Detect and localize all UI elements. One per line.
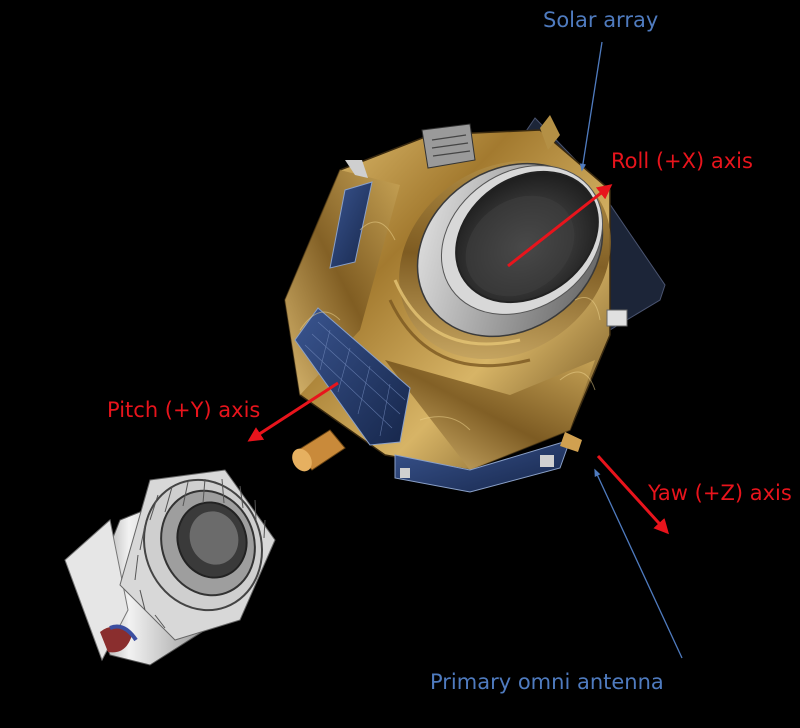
roll-axis-label: Roll (+X) axis [611, 149, 753, 173]
yaw-axis-arrow [596, 454, 670, 535]
pitch-axis-arrow [247, 381, 339, 442]
spacecraft-illustration [284, 115, 666, 493]
omni-antenna-leader-line [594, 468, 683, 659]
upper-stage-illustration [64, 469, 276, 666]
yaw-axis-label: Yaw (+Z) axis [648, 481, 792, 505]
pitch-axis-label: Pitch (+Y) axis [107, 398, 261, 422]
solar-array-label: Solar array [543, 8, 659, 32]
solar-array-leader-line [579, 41, 603, 172]
omni-antenna-label: Primary omni antenna [430, 670, 664, 694]
roll-axis-arrow [507, 184, 613, 268]
